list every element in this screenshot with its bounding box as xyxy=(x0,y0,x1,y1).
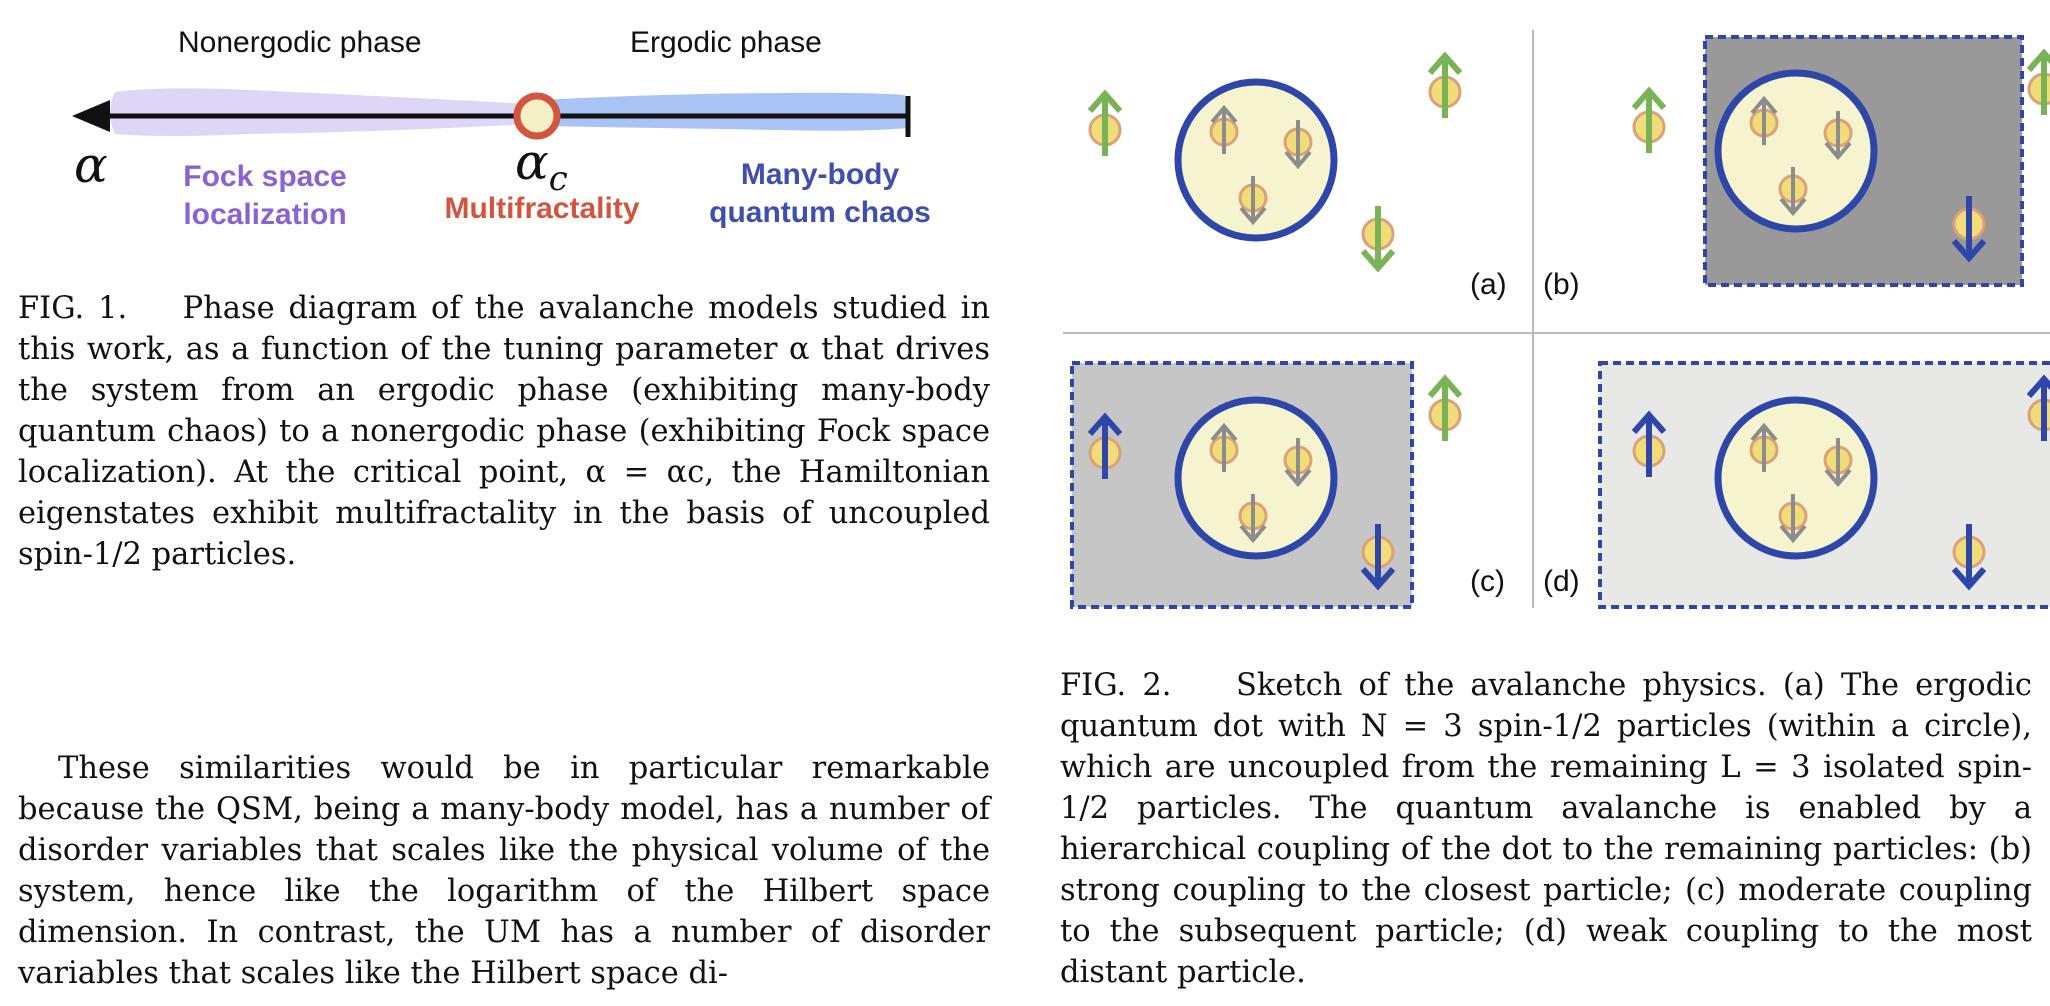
alpha-symbol: α xyxy=(74,136,108,194)
coupled-spin-up-arrow xyxy=(1087,412,1123,479)
quantum-dot xyxy=(1178,82,1334,238)
fig2-avalanche-sketch: (a) (b) (c) (d) xyxy=(1055,0,2050,620)
panel-d-tag: (d) xyxy=(1543,565,1580,598)
fig2-caption-text: Sketch of the avalanche physics. (a) The… xyxy=(1060,668,2032,990)
panel-c-tag: (c) xyxy=(1470,565,1505,598)
coupled-spin-down-arrow xyxy=(1360,524,1396,591)
free-spin-up-arrow xyxy=(2026,48,2050,115)
panel-b-tag: (b) xyxy=(1543,268,1580,301)
critical-point-marker xyxy=(513,92,561,140)
multifractality-label: Multifractality xyxy=(444,192,640,225)
quantum-chaos-label: Many-body quantum chaos xyxy=(709,158,931,229)
alpha-c-symbol: αc xyxy=(515,133,568,199)
free-spin-down-arrow xyxy=(1360,206,1396,273)
nonergodic-band xyxy=(110,88,530,136)
coupled-spin-up-arrow xyxy=(1631,410,1667,477)
quantum-dot xyxy=(1718,400,1874,556)
fig1-caption-text: Phase diagram of the avalanche models st… xyxy=(18,291,990,572)
phase-axis-graphic xyxy=(72,88,911,140)
quantum-dot xyxy=(1178,400,1334,556)
free-spin-up-arrow xyxy=(1427,51,1463,118)
ergodic-phase-label: Ergodic phase xyxy=(630,26,822,59)
free-spin-up-arrow xyxy=(1631,86,1667,153)
coupled-spin-up-arrow xyxy=(2026,374,2050,441)
free-spin-up-arrow xyxy=(1427,374,1463,441)
free-spin-up-arrow xyxy=(1087,89,1123,156)
panel-a xyxy=(1087,51,1463,273)
axis-arrow-head xyxy=(72,100,110,132)
body-paragraph: These similarities would be in particula… xyxy=(18,748,990,994)
panel-b xyxy=(1631,35,2050,287)
fock-space-localization-label: Fock space localization xyxy=(183,160,347,231)
body-paragraph-text: These similarities would be in particula… xyxy=(18,751,990,991)
coupled-spin-down-arrow xyxy=(1951,524,1987,591)
panel-c xyxy=(1070,361,1463,609)
panel-a-tag: (a) xyxy=(1470,268,1507,301)
coupled-spin-down-arrow xyxy=(1951,196,1987,263)
panel-d xyxy=(1598,361,2050,609)
fig1-caption: FIG. 1. Phase diagram of the avalanche m… xyxy=(18,288,990,575)
fig1-caption-tag: FIG. 1. xyxy=(18,291,128,326)
avalanche-panels-graphic xyxy=(1063,30,2050,609)
fig2-caption: FIG. 2. Sketch of the avalanche physics.… xyxy=(1060,665,2032,993)
nonergodic-phase-label: Nonergodic phase xyxy=(178,26,422,59)
ergodic-band xyxy=(540,92,908,131)
fig2-caption-tag: FIG. 2. xyxy=(1060,668,1172,703)
fig1-phase-diagram: Nonergodic phase Ergodic phase α αc Fock… xyxy=(0,0,990,250)
quantum-dot xyxy=(1718,73,1874,229)
